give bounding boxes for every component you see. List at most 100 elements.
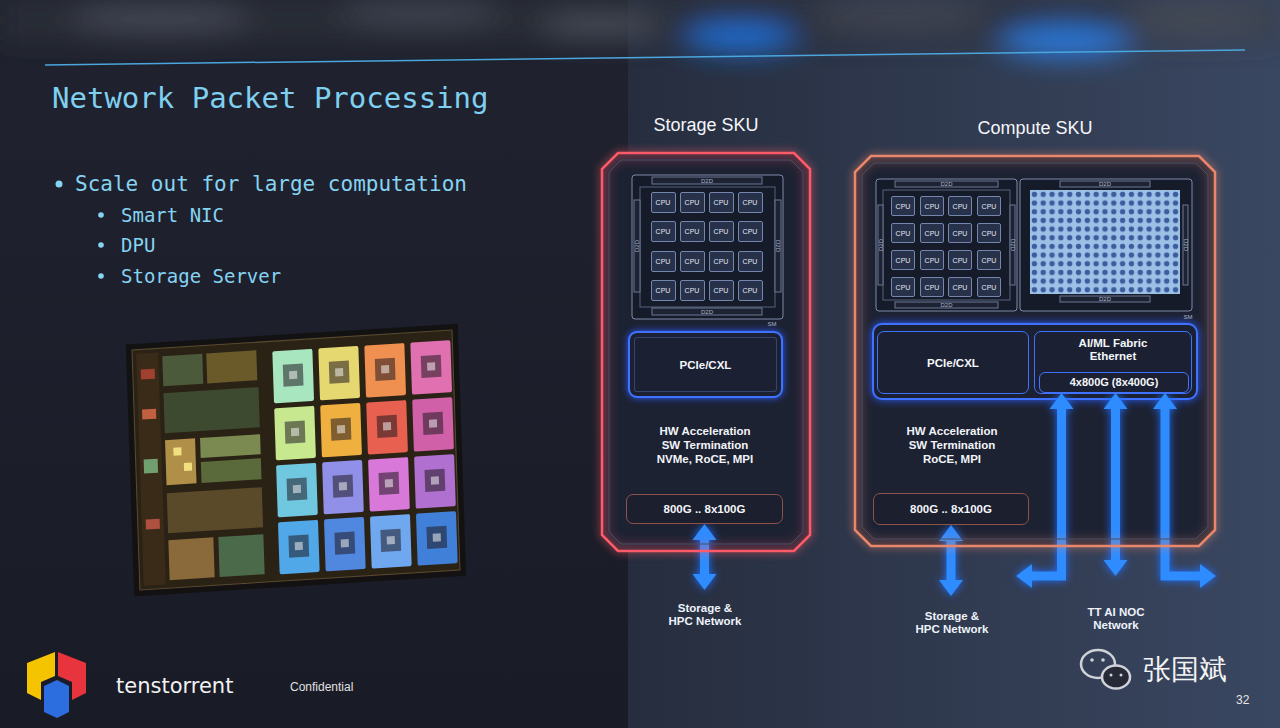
- cpu-core-box: CPU: [948, 223, 972, 243]
- cpu-core-box: CPU: [651, 280, 676, 301]
- node-label: AI/ML Fabric Ethernet: [1068, 337, 1158, 363]
- node-label: PCIe/CXL: [680, 359, 732, 371]
- arrow-head: [1016, 564, 1032, 588]
- cpu-core-box: CPU: [891, 196, 915, 216]
- cpu-core-box: CPU: [948, 277, 972, 297]
- bus-arrow: [1104, 393, 1128, 576]
- node-label: CPU: [656, 258, 671, 265]
- ai-die: [1020, 179, 1192, 311]
- feature-text: HW Acceleration SW Termination NVMe, RoC…: [652, 424, 758, 466]
- node-label: CPU: [953, 257, 968, 264]
- node-label: CPU: [953, 284, 968, 291]
- arrow-head: [1200, 564, 1216, 588]
- cpu-core-box: CPU: [738, 192, 763, 213]
- watermark: 张国斌: [1143, 656, 1227, 684]
- die-port-label: D2D: [940, 302, 952, 308]
- bullet-text: Smart NIC: [121, 206, 224, 225]
- cpu-core-box: CPU: [920, 250, 944, 270]
- chip-inner-border: [609, 160, 803, 544]
- network-endpoint: Storage & HPC Network: [640, 590, 770, 634]
- node-label: CPU: [982, 284, 997, 291]
- arrow-head: [693, 574, 717, 590]
- header-rule: [45, 50, 1245, 65]
- arrow-head: [1104, 560, 1128, 576]
- interface-box: 800G .. 8x100G: [873, 493, 1029, 525]
- cpu-core-box: CPU: [680, 221, 705, 242]
- chip-package: Compute SKUHW Acceleration SW Terminatio…: [855, 156, 1215, 546]
- node-label: PCIe/CXL: [927, 357, 979, 369]
- cpu-core-box: CPU: [738, 280, 763, 301]
- cpu-core-box: CPU: [709, 251, 734, 272]
- node-label: CPU: [714, 258, 729, 265]
- cpu-core-box: CPU: [920, 223, 944, 243]
- node-label: CPU: [743, 199, 758, 206]
- node-label: CPU: [896, 230, 911, 237]
- node-label: CPU: [925, 257, 940, 264]
- cpu-core-box: CPU: [709, 192, 734, 213]
- cpu-core-box: CPU: [891, 277, 915, 297]
- network-endpoint: Storage & HPC Network: [887, 596, 1017, 640]
- bullet-text: Storage Server: [121, 267, 281, 286]
- die-port-label: D2D: [634, 240, 640, 252]
- cpu-core-box: CPU: [920, 277, 944, 297]
- die-port-label: D2D: [1010, 239, 1016, 251]
- node-label: 800G .. 8x100G: [664, 503, 746, 515]
- cpu-core-box: CPU: [948, 196, 972, 216]
- cpu-core-box: CPU: [709, 280, 734, 301]
- node-label: CPU: [714, 199, 729, 206]
- cpu-die: [876, 179, 1017, 311]
- feature-text: HW Acceleration SW Termination RoCE, MPI: [899, 424, 1005, 466]
- cpu-core-box: CPU: [977, 223, 1001, 243]
- node-label: TT AI NOC Network: [1076, 606, 1156, 632]
- chip-fill: [602, 153, 810, 551]
- cpu-core-box: CPU: [680, 192, 705, 213]
- chip-border: [855, 156, 1215, 546]
- node-label: CPU: [982, 203, 997, 210]
- die-photo: [126, 324, 466, 597]
- slide-title: Network Packet Processing: [52, 84, 489, 113]
- bus-arrow: [1153, 393, 1216, 588]
- node-label: 4x800G (8x400G): [1070, 376, 1159, 389]
- cpu-core-box: CPU: [948, 250, 972, 270]
- arrow-shaft: [1165, 407, 1202, 576]
- page-number: 32: [1236, 694, 1249, 706]
- chip-inner-border: [862, 163, 1208, 539]
- die-port-label: D2D: [775, 240, 781, 252]
- node-label: CPU: [685, 228, 700, 235]
- slide-right-ground: [628, 0, 1280, 728]
- node-label: CPU: [925, 230, 940, 237]
- node-label: CPU: [982, 230, 997, 237]
- bullet-text: Scale out for large computation: [75, 174, 467, 195]
- chip-package: Storage SKUHW Acceleration SW Terminatio…: [602, 153, 810, 551]
- bus-arrow: [693, 524, 717, 590]
- cpu-core-box: CPU: [680, 280, 705, 301]
- node-label: 800G .. 8x100G: [910, 503, 992, 515]
- company-name: tenstorrent: [116, 676, 233, 697]
- node-label: CPU: [896, 284, 911, 291]
- bus-arrow: [1016, 393, 1074, 588]
- cpu-core-box: CPU: [977, 196, 1001, 216]
- node-label: CPU: [685, 287, 700, 294]
- arrow-head: [693, 524, 717, 540]
- cpu-core-box: CPU: [651, 251, 676, 272]
- interface-box: 800G .. 8x100G: [626, 494, 783, 524]
- arrow-shaft: [1030, 407, 1062, 576]
- die-port-label: D2D: [701, 309, 713, 315]
- node-label: CPU: [953, 203, 968, 210]
- node-label: CPU: [714, 228, 729, 235]
- die-port-label: D2D: [940, 181, 952, 187]
- io-group-frame: [873, 324, 1197, 399]
- interface-box: PCIe/CXL: [628, 331, 783, 398]
- arrow-head: [1153, 393, 1177, 409]
- node-label: CPU: [685, 199, 700, 206]
- node-label: CPU: [714, 287, 729, 294]
- node-label: CPU: [925, 284, 940, 291]
- ceiling-blur: [0, 0, 1280, 57]
- die-port-label: D2D: [1183, 239, 1189, 251]
- node-label: CPU: [953, 230, 968, 237]
- sku-heading: Storage SKU: [562, 115, 850, 136]
- node-label: CPU: [656, 287, 671, 294]
- wechat-icon: [1081, 650, 1130, 689]
